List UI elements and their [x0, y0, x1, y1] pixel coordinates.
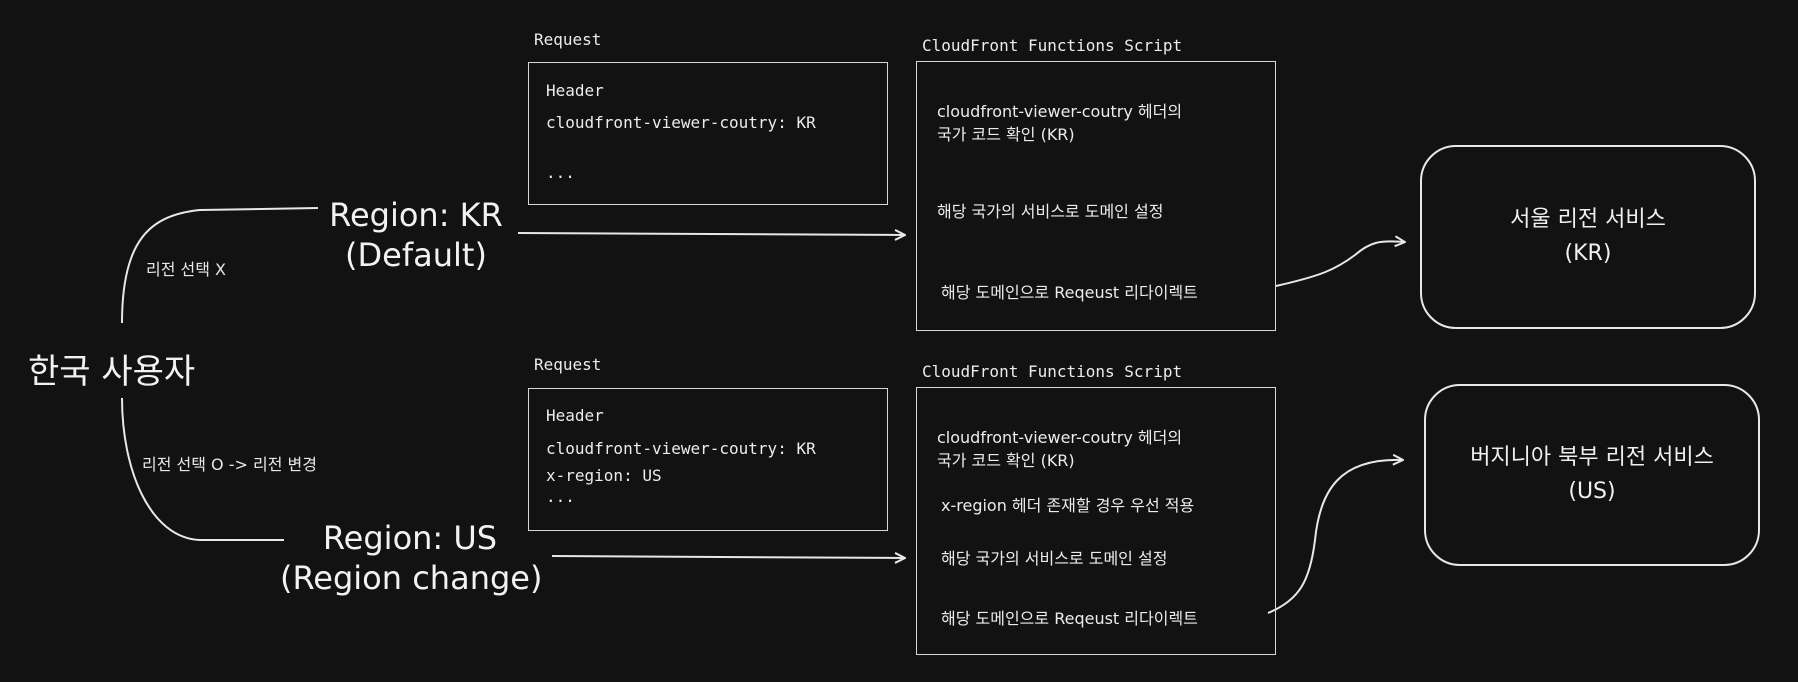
arrow-script-to-virginia: [1267, 460, 1402, 614]
script-bottom-step1-line2: 국가 코드 확인 (KR): [937, 451, 1075, 470]
script-bottom-step-priority: x-region 헤더 존재할 경우 우선 적용: [941, 496, 1195, 515]
region-us-line1: Region: US: [322, 519, 498, 557]
request-bottom-ellipsis: ...: [546, 487, 575, 506]
request-top-title: Request: [534, 30, 602, 49]
request-bottom-box: Header cloudfront-viewer-coutry: KR x-re…: [528, 388, 888, 531]
arrow-us-to-script: [551, 556, 904, 558]
script-bottom-step3: 해당 도메인으로 Reqeust 리다이렉트: [941, 609, 1198, 628]
edge-user-to-kr: [121, 207, 319, 324]
request-bottom-x-region: x-region: US: [546, 466, 662, 485]
service-virginia-box: 버지니아 북부 리전 서비스 (US): [1424, 384, 1760, 566]
service-seoul-box: 서울 리전 서비스 (KR): [1420, 145, 1756, 329]
request-top-ellipsis: ...: [546, 163, 575, 182]
arrow-kr-to-script: [517, 233, 904, 235]
arrow-script-to-seoul: [1275, 241, 1404, 287]
script-bottom-title: CloudFront Functions Script: [922, 362, 1183, 381]
request-bottom-title: Request: [534, 355, 602, 374]
request-top-viewer-country: cloudfront-viewer-coutry: KR: [546, 113, 816, 132]
region-kr-label: Region: KR (Default): [328, 195, 504, 275]
request-top-header: Header: [546, 81, 604, 100]
region-us-label: Region: US (Region change): [280, 518, 543, 598]
request-bottom-viewer-country: cloudfront-viewer-coutry: KR: [546, 439, 816, 458]
region-kr-line1: Region: KR: [329, 196, 503, 234]
edge-label-no-region: 리전 선택 X: [146, 260, 227, 279]
script-bottom-box: cloudfront-viewer-coutry 헤더의 국가 코드 확인 (K…: [916, 387, 1276, 655]
edge-user-to-us: [121, 397, 284, 541]
script-bottom-step1-line1: cloudfront-viewer-coutry 헤더의: [937, 428, 1183, 447]
service-seoul-line2: (KR): [1564, 241, 1612, 266]
region-kr-line2: (Default): [345, 236, 487, 274]
service-seoul-line1: 서울 리전 서비스: [1510, 207, 1666, 232]
region-us-line2: (Region change): [280, 559, 543, 597]
script-top-title: CloudFront Functions Script: [922, 36, 1183, 55]
edge-label-region-change: 리전 선택 O -> 리전 변경: [142, 455, 317, 474]
script-top-box: cloudfront-viewer-coutry 헤더의 국가 코드 확인 (K…: [916, 61, 1276, 331]
script-top-step1-line2: 국가 코드 확인 (KR): [937, 125, 1075, 144]
script-bottom-step2: 해당 국가의 서비스로 도메인 설정: [941, 549, 1168, 568]
script-top-step3: 해당 도메인으로 Reqeust 리다이렉트: [941, 283, 1198, 302]
script-top-step1-line1: cloudfront-viewer-coutry 헤더의: [937, 102, 1183, 121]
user-label: 한국 사용자: [28, 352, 196, 392]
service-virginia-line1: 버지니아 북부 리전 서비스: [1470, 445, 1714, 470]
request-bottom-header: Header: [546, 406, 604, 425]
script-top-step2: 해당 국가의 서비스로 도메인 설정: [937, 202, 1164, 221]
request-top-box: Header cloudfront-viewer-coutry: KR ...: [528, 62, 888, 205]
service-virginia-line2: (US): [1568, 479, 1616, 504]
